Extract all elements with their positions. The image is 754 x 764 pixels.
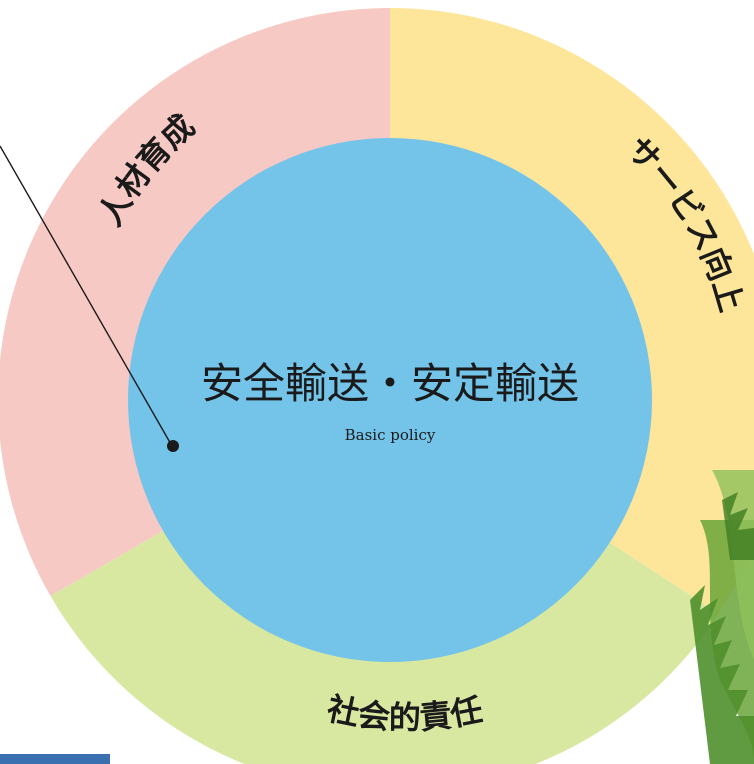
leaf-decoration (690, 470, 754, 764)
center-subtitle: Basic policy (345, 426, 436, 444)
leader-dot (167, 440, 179, 452)
center-circle (128, 138, 652, 662)
bottom-tab (0, 754, 110, 764)
center-title: 安全輸送・安定輸送 (201, 359, 579, 408)
leader-line (0, 145, 173, 447)
